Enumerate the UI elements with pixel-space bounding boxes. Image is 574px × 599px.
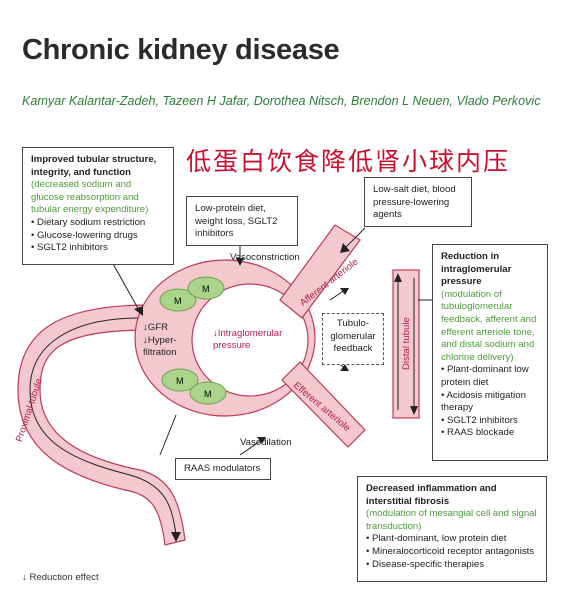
reduction-box-heading: Reduction in intraglomerular pressure — [441, 251, 512, 288]
author-list: Kamyar Kalantar-Zadeh, Tazeen H Jafar, D… — [22, 94, 541, 108]
raas-text: RAAS modulators — [184, 463, 261, 474]
inflammation-box-note: (modulation of mesangial cell and signal… — [366, 508, 537, 532]
mesangial-cell-3 — [161, 368, 199, 392]
mesangial-cell-1 — [159, 288, 197, 312]
vasodilation-label: Vasodilation — [240, 437, 292, 448]
mesangial-label-2: M — [202, 284, 210, 294]
mesangial-cell-4 — [189, 381, 227, 405]
raas-modulators-box: RAAS modulators — [175, 458, 271, 480]
tubular-item: Glucose-lowering drugs — [31, 230, 165, 243]
intraglomerular-reduction-box: Reduction in intraglomerular pressure (m… — [432, 244, 548, 461]
afferent-arteriole-shape — [279, 224, 361, 319]
inflammation-box-heading: Decreased inflammation and interstitial … — [366, 483, 497, 507]
reduction-item: Acidosis mitigation therapy — [441, 390, 539, 415]
gfr-label: ↓GFR — [143, 322, 169, 333]
tubular-function-box: Improved tubular structure, integrity, a… — [22, 147, 174, 265]
tubular-box-heading: Improved tubular structure, integrity, a… — [31, 154, 157, 178]
tubuloglomerular-feedback-box: Tubulo- glomerular feedback — [322, 313, 384, 365]
inflammation-item: Mineralocorticoid receptor antagonists — [366, 546, 538, 559]
proximal-flow-arrow — [29, 317, 177, 536]
vasoconstriction-label: Vasoconstriction — [230, 252, 300, 263]
tubular-item: Dietary sodium restriction — [31, 217, 165, 230]
mesangial-label-4: M — [204, 389, 212, 399]
low-salt-text: Low-salt diet, blood pressure-lowering a… — [373, 184, 456, 221]
hyperfiltration-label: ↓Hyper- filtration — [143, 335, 177, 358]
feedback-text: Tubulo- glomerular feedback — [330, 318, 376, 355]
mesangial-cell-2 — [187, 276, 225, 300]
low-salt-box: Low-salt diet, blood pressure-lowering a… — [364, 177, 472, 227]
intraglomerular-pressure-label: ↓Intraglomerular pressure — [213, 328, 283, 351]
glomerulus — [191, 283, 309, 397]
proximal-tubule-shape — [17, 304, 186, 546]
footnote: ↓ Reduction effect — [22, 572, 99, 583]
reduction-item: Plant-dominant low protein diet — [441, 364, 539, 389]
reduction-box-note: (modulation of tubuloglomerular feedback… — [441, 288, 537, 363]
proximal-flow-arrowhead — [171, 532, 181, 542]
tubular-item: SGLT2 inhibitors — [31, 242, 165, 255]
mesangial-label-3: M — [176, 376, 184, 386]
reduction-item: RAAS blockade — [441, 427, 539, 440]
distal-tubule-label: Distal tubule — [401, 317, 412, 370]
distal-tubule-shape — [392, 269, 420, 419]
mesangial-label-1: M — [174, 296, 182, 306]
chinese-overlay-text: 低蛋白饮食降低肾小球内压 — [186, 147, 511, 176]
reduction-item: SGLT2 inhibitors — [441, 415, 539, 428]
inflammation-box: Decreased inflammation and interstitial … — [357, 476, 547, 582]
page-title: Chronic kidney disease — [22, 34, 340, 66]
low-protein-box: Low-protein diet, weight loss, SGLT2 inh… — [186, 196, 298, 246]
inflammation-item: Plant-dominant, low protein diet — [366, 533, 538, 546]
inflammation-item: Disease-specific therapies — [366, 559, 538, 572]
tubular-box-note: (decreased sodium and glucose reabsorpti… — [31, 179, 149, 216]
low-protein-text: Low-protein diet, weight loss, SGLT2 inh… — [195, 203, 278, 240]
efferent-arteriole-shape — [281, 361, 366, 448]
